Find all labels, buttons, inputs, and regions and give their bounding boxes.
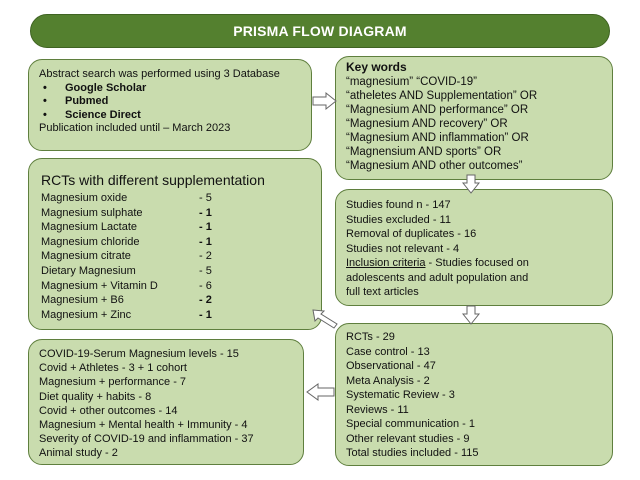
studies-line: Studies found n - 147: [346, 199, 451, 211]
database-item: Google Scholar: [39, 82, 301, 96]
rct-row: Magnesium + Vitamin D - 6: [41, 279, 309, 294]
database-item: Pubmed: [39, 95, 301, 109]
rct-row: Dietary Magnesium - 5: [41, 264, 309, 279]
inclusion-criteria-text: - Studies focused on: [425, 257, 529, 269]
rct-label: Magnesium + Zinc: [41, 308, 132, 321]
keyword-line: “Magnesium AND performance” OR: [346, 103, 529, 116]
studies-line: Studies not relevant - 4: [346, 242, 460, 255]
keyword-line: “Magnensium AND sports” OR: [346, 145, 502, 158]
outcome-line: Magnesium + Mental health + Immunity - 4: [39, 419, 248, 432]
search-intro: Abstract search was performed using 3 Da…: [39, 68, 280, 80]
keyword-line: “Magnesium AND inflammation” OR: [346, 131, 529, 144]
rct-value: - 1: [199, 206, 212, 219]
outcome-line: Animal study - 2: [39, 447, 118, 460]
study-type-line: Meta Analysis - 2: [346, 374, 430, 387]
outcome-line: Severity of COVID-19 and inflammation - …: [39, 433, 254, 446]
study-type-line: Reviews - 11: [346, 403, 409, 416]
rct-row: Magnesium + Zinc - 1: [41, 308, 309, 323]
keywords-heading: Key words: [346, 60, 407, 74]
rct-label: Magnesium chloride: [41, 235, 140, 248]
rct-label: Magnesium citrate: [41, 250, 131, 263]
study-type-line: Systematic Review - 3: [346, 389, 455, 401]
inclusion-criteria-line: full text articles: [346, 286, 419, 298]
inclusion-criteria-label: Inclusion criteria: [346, 257, 426, 269]
arrow-right-icon: [312, 91, 337, 111]
outcome-line: Diet quality + habits - 8: [39, 390, 152, 403]
rct-label: Magnesium sulphate: [41, 206, 143, 219]
rct-value: - 1: [199, 308, 212, 321]
rct-row: Magnesium oxide - 5: [41, 191, 309, 206]
keyword-line: “Magnesium AND recovery” OR: [346, 117, 508, 130]
rct-label: Magnesium + B6: [41, 294, 124, 307]
study-types-box: RCTs - 29 Case control - 13 Observationa…: [335, 323, 613, 466]
rct-value: - 1: [199, 235, 212, 248]
outcome-line: Covid + Athletes - 3 + 1 cohort: [39, 362, 187, 375]
rct-value: - 2: [199, 250, 212, 263]
rct-row: Magnesium + B6 - 2: [41, 293, 309, 308]
inclusion-criteria: Inclusion criteria - Studies focused on: [346, 256, 602, 271]
diagram-title: PRISMA FLOW DIAGRAM: [30, 14, 610, 48]
keyword-line: “Magnesium AND other outcomes”: [346, 159, 523, 172]
rct-label: Magnesium oxide: [41, 192, 128, 204]
keywords-box: Key words “magnesium” “COVID-19” “athele…: [335, 56, 613, 180]
rct-value: - 6: [199, 279, 212, 292]
rct-label: Dietary Magnesium: [41, 264, 136, 277]
search-box: Abstract search was performed using 3 Da…: [28, 59, 312, 151]
study-type-line: Other relevant studies - 9: [346, 432, 470, 445]
studies-line: Studies excluded - 11: [346, 213, 451, 226]
outcome-line: COVID-19-Serum Magnesium levels - 15: [39, 348, 239, 360]
search-footer: Publication included until – March 2023: [39, 122, 231, 134]
rct-row: Magnesium Lactate - 1: [41, 220, 309, 235]
rct-supplementation-box: RCTs with different supplementation Magn…: [28, 158, 322, 330]
rct-row: Magnesium sulphate - 1: [41, 206, 309, 221]
outcome-line: Magnesium + performance - 7: [39, 376, 187, 389]
study-type-line: Case control - 13: [346, 345, 430, 358]
rct-label: Magnesium Lactate: [41, 221, 137, 234]
inclusion-criteria-line: adolescents and adult population and: [346, 271, 529, 284]
study-type-line: Total studies included - 115: [346, 447, 479, 459]
study-type-line: Observational - 47: [346, 360, 436, 372]
study-type-line: Special communication - 1: [346, 418, 476, 430]
rct-value: - 5: [199, 192, 212, 204]
rct-value: - 5: [199, 264, 212, 277]
rct-heading: RCTs with different supplementation: [41, 172, 265, 188]
rct-label: Magnesium + Vitamin D: [41, 279, 158, 292]
rct-row: Magnesium chloride - 1: [41, 235, 309, 250]
keyword-line: “magnesium” “COVID-19”: [346, 75, 477, 88]
arrow-down-icon: [461, 305, 481, 325]
outcomes-box: COVID-19-Serum Magnesium levels - 15 Cov…: [28, 339, 304, 465]
study-type-line: RCTs - 29: [346, 331, 395, 343]
database-item: Science Direct: [39, 109, 301, 123]
arrow-up-left-icon: [312, 309, 338, 329]
studies-screening-box: Studies found n - 147 Studies excluded -…: [335, 189, 613, 306]
outcome-line: Covid + other outcomes - 14: [39, 404, 178, 417]
arrow-down-icon: [461, 174, 481, 194]
studies-line: Removal of duplicates - 16: [346, 228, 477, 240]
rct-row: Magnesium citrate - 2: [41, 249, 309, 264]
rct-value: - 1: [199, 221, 212, 234]
arrow-left-icon: [306, 383, 335, 401]
rct-value: - 2: [199, 294, 212, 307]
keyword-line: “atheletes AND Supplementation” OR: [346, 89, 538, 102]
